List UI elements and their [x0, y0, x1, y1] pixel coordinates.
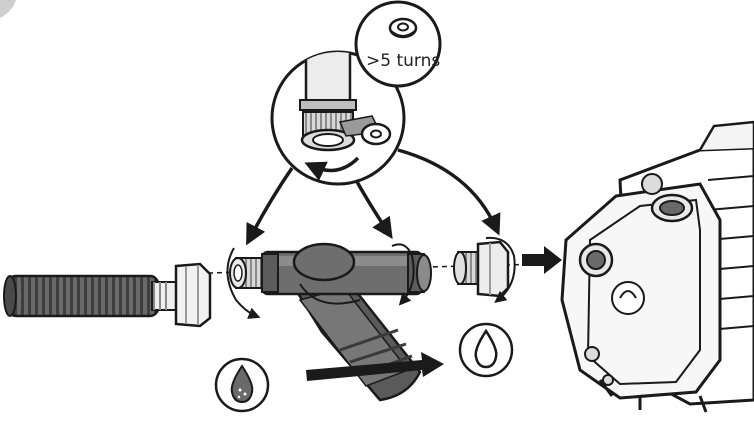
flow-direction-arrow	[306, 352, 444, 381]
turns-badge: >5 turns	[354, 0, 442, 88]
outlet-adapter	[453, 240, 510, 298]
tighten-arrow-outlet	[485, 236, 516, 304]
tighten-arrow-inlet	[226, 247, 261, 319]
flow-arrow-to-pump	[522, 246, 562, 274]
water-drop-outline-icon	[458, 322, 514, 378]
water-pump	[560, 120, 754, 413]
tape-callout	[270, 50, 406, 186]
water-drop-filled-icon	[214, 357, 270, 413]
callout-arrows	[246, 148, 501, 246]
suction-hose	[3, 262, 212, 328]
turns-count-label: >5 turns	[366, 51, 440, 71]
corner-fragment	[0, 0, 16, 18]
ptfe-tape-roll-icon	[388, 17, 418, 39]
tighten-arrow-filter-outlet	[391, 243, 415, 306]
inlet-adapter	[229, 257, 267, 289]
